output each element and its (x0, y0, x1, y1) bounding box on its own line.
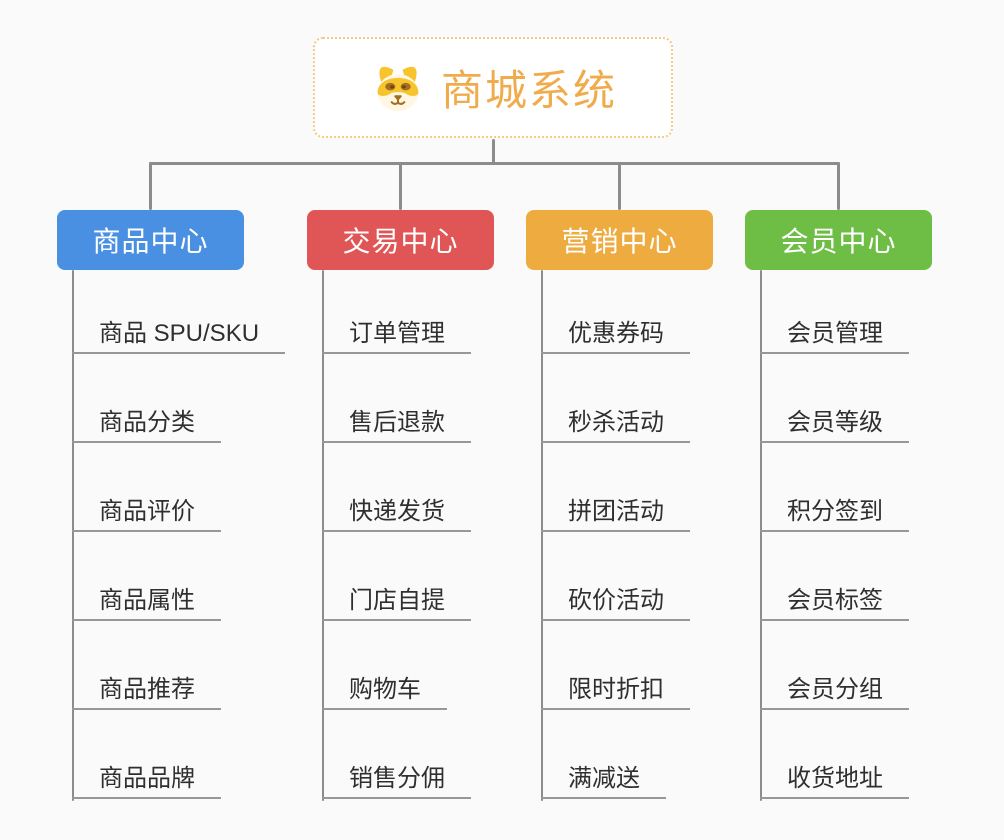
branch-drop-connector (618, 162, 621, 210)
leaf-label: 门店自提 (349, 587, 445, 614)
root-title: 商城系统 (440, 67, 617, 114)
leaf-node[interactable]: 优惠券码 (541, 310, 690, 354)
branch-label: 商品中心 (92, 226, 209, 257)
leaf-label: 满减送 (568, 765, 640, 792)
leaf-node[interactable]: 订单管理 (322, 310, 471, 354)
leaf-label: 商品 SPU/SKU (99, 320, 260, 347)
leaf-label: 限时折扣 (568, 676, 664, 703)
leaf-label: 拼团活动 (568, 498, 664, 525)
root-stem-connector (491, 139, 495, 164)
leaf-label: 秒杀活动 (568, 409, 664, 436)
leaf-label: 会员分组 (787, 676, 883, 703)
leaf-node[interactable]: 门店自提 (322, 577, 471, 621)
leaf-node[interactable]: 砍价活动 (541, 577, 690, 621)
branch-trunk-connector (72, 270, 74, 801)
leaf-node[interactable]: 商品分类 (72, 399, 221, 443)
branch-node-1[interactable]: 商品中心 (57, 210, 244, 270)
leaf-label: 会员标签 (787, 587, 883, 614)
leaf-node[interactable]: 商品推荐 (72, 666, 221, 710)
leaf-label: 快递发货 (349, 498, 445, 525)
leaf-label: 会员管理 (787, 320, 883, 347)
leaf-label: 销售分佣 (349, 765, 445, 792)
leaf-label: 商品品牌 (99, 765, 195, 792)
leaf-node[interactable]: 销售分佣 (322, 755, 471, 799)
branch-node-2[interactable]: 交易中心 (307, 210, 494, 270)
branch-label: 会员中心 (780, 226, 897, 257)
leaf-node[interactable]: 收货地址 (760, 755, 909, 799)
branch-node-4[interactable]: 会员中心 (745, 210, 932, 270)
leaf-label: 商品属性 (99, 587, 195, 614)
branch-node-3[interactable]: 营销中心 (526, 210, 713, 270)
leaf-node[interactable]: 满减送 (541, 755, 666, 799)
leaf-label: 收货地址 (787, 765, 883, 792)
shiba-dog-face-icon (377, 66, 419, 111)
branch-drop-connector (399, 162, 402, 210)
leaf-label: 购物车 (349, 676, 421, 703)
branch-drop-connector (837, 162, 840, 210)
leaf-node[interactable]: 会员分组 (760, 666, 909, 710)
leaf-node[interactable]: 商品评价 (72, 488, 221, 532)
leaf-node[interactable]: 售后退款 (322, 399, 471, 443)
branch-trunk-connector (760, 270, 762, 801)
leaf-label: 订单管理 (349, 320, 445, 347)
leaf-label: 会员等级 (787, 409, 883, 436)
leaf-label: 商品评价 (99, 498, 195, 525)
leaf-node[interactable]: 积分签到 (760, 488, 909, 532)
leaf-node[interactable]: 购物车 (322, 666, 447, 710)
branch-label: 交易中心 (342, 226, 459, 257)
leaf-node[interactable]: 限时折扣 (541, 666, 690, 710)
leaf-node[interactable]: 会员等级 (760, 399, 909, 443)
bus-connector (149, 162, 840, 165)
leaf-node[interactable]: 商品 SPU/SKU (72, 310, 286, 354)
leaf-label: 商品推荐 (99, 676, 195, 703)
leaf-label: 售后退款 (349, 409, 445, 436)
leaf-label: 商品分类 (99, 409, 195, 436)
leaf-label: 砍价活动 (568, 587, 664, 614)
leaf-label: 优惠券码 (568, 320, 664, 347)
leaf-node[interactable]: 商品属性 (72, 577, 221, 621)
leaf-node[interactable]: 秒杀活动 (541, 399, 690, 443)
root-node[interactable]: 商城系统 (313, 37, 673, 138)
leaf-label: 积分签到 (787, 498, 883, 525)
branch-drop-connector (149, 162, 152, 210)
leaf-node[interactable]: 会员管理 (760, 310, 909, 354)
leaf-node[interactable]: 拼团活动 (541, 488, 690, 532)
leaf-node[interactable]: 商品品牌 (72, 755, 221, 799)
branch-trunk-connector (541, 270, 543, 801)
leaf-node[interactable]: 会员标签 (760, 577, 909, 621)
branch-label: 营销中心 (561, 226, 678, 257)
leaf-node[interactable]: 快递发货 (322, 488, 471, 532)
branch-trunk-connector (322, 270, 324, 801)
